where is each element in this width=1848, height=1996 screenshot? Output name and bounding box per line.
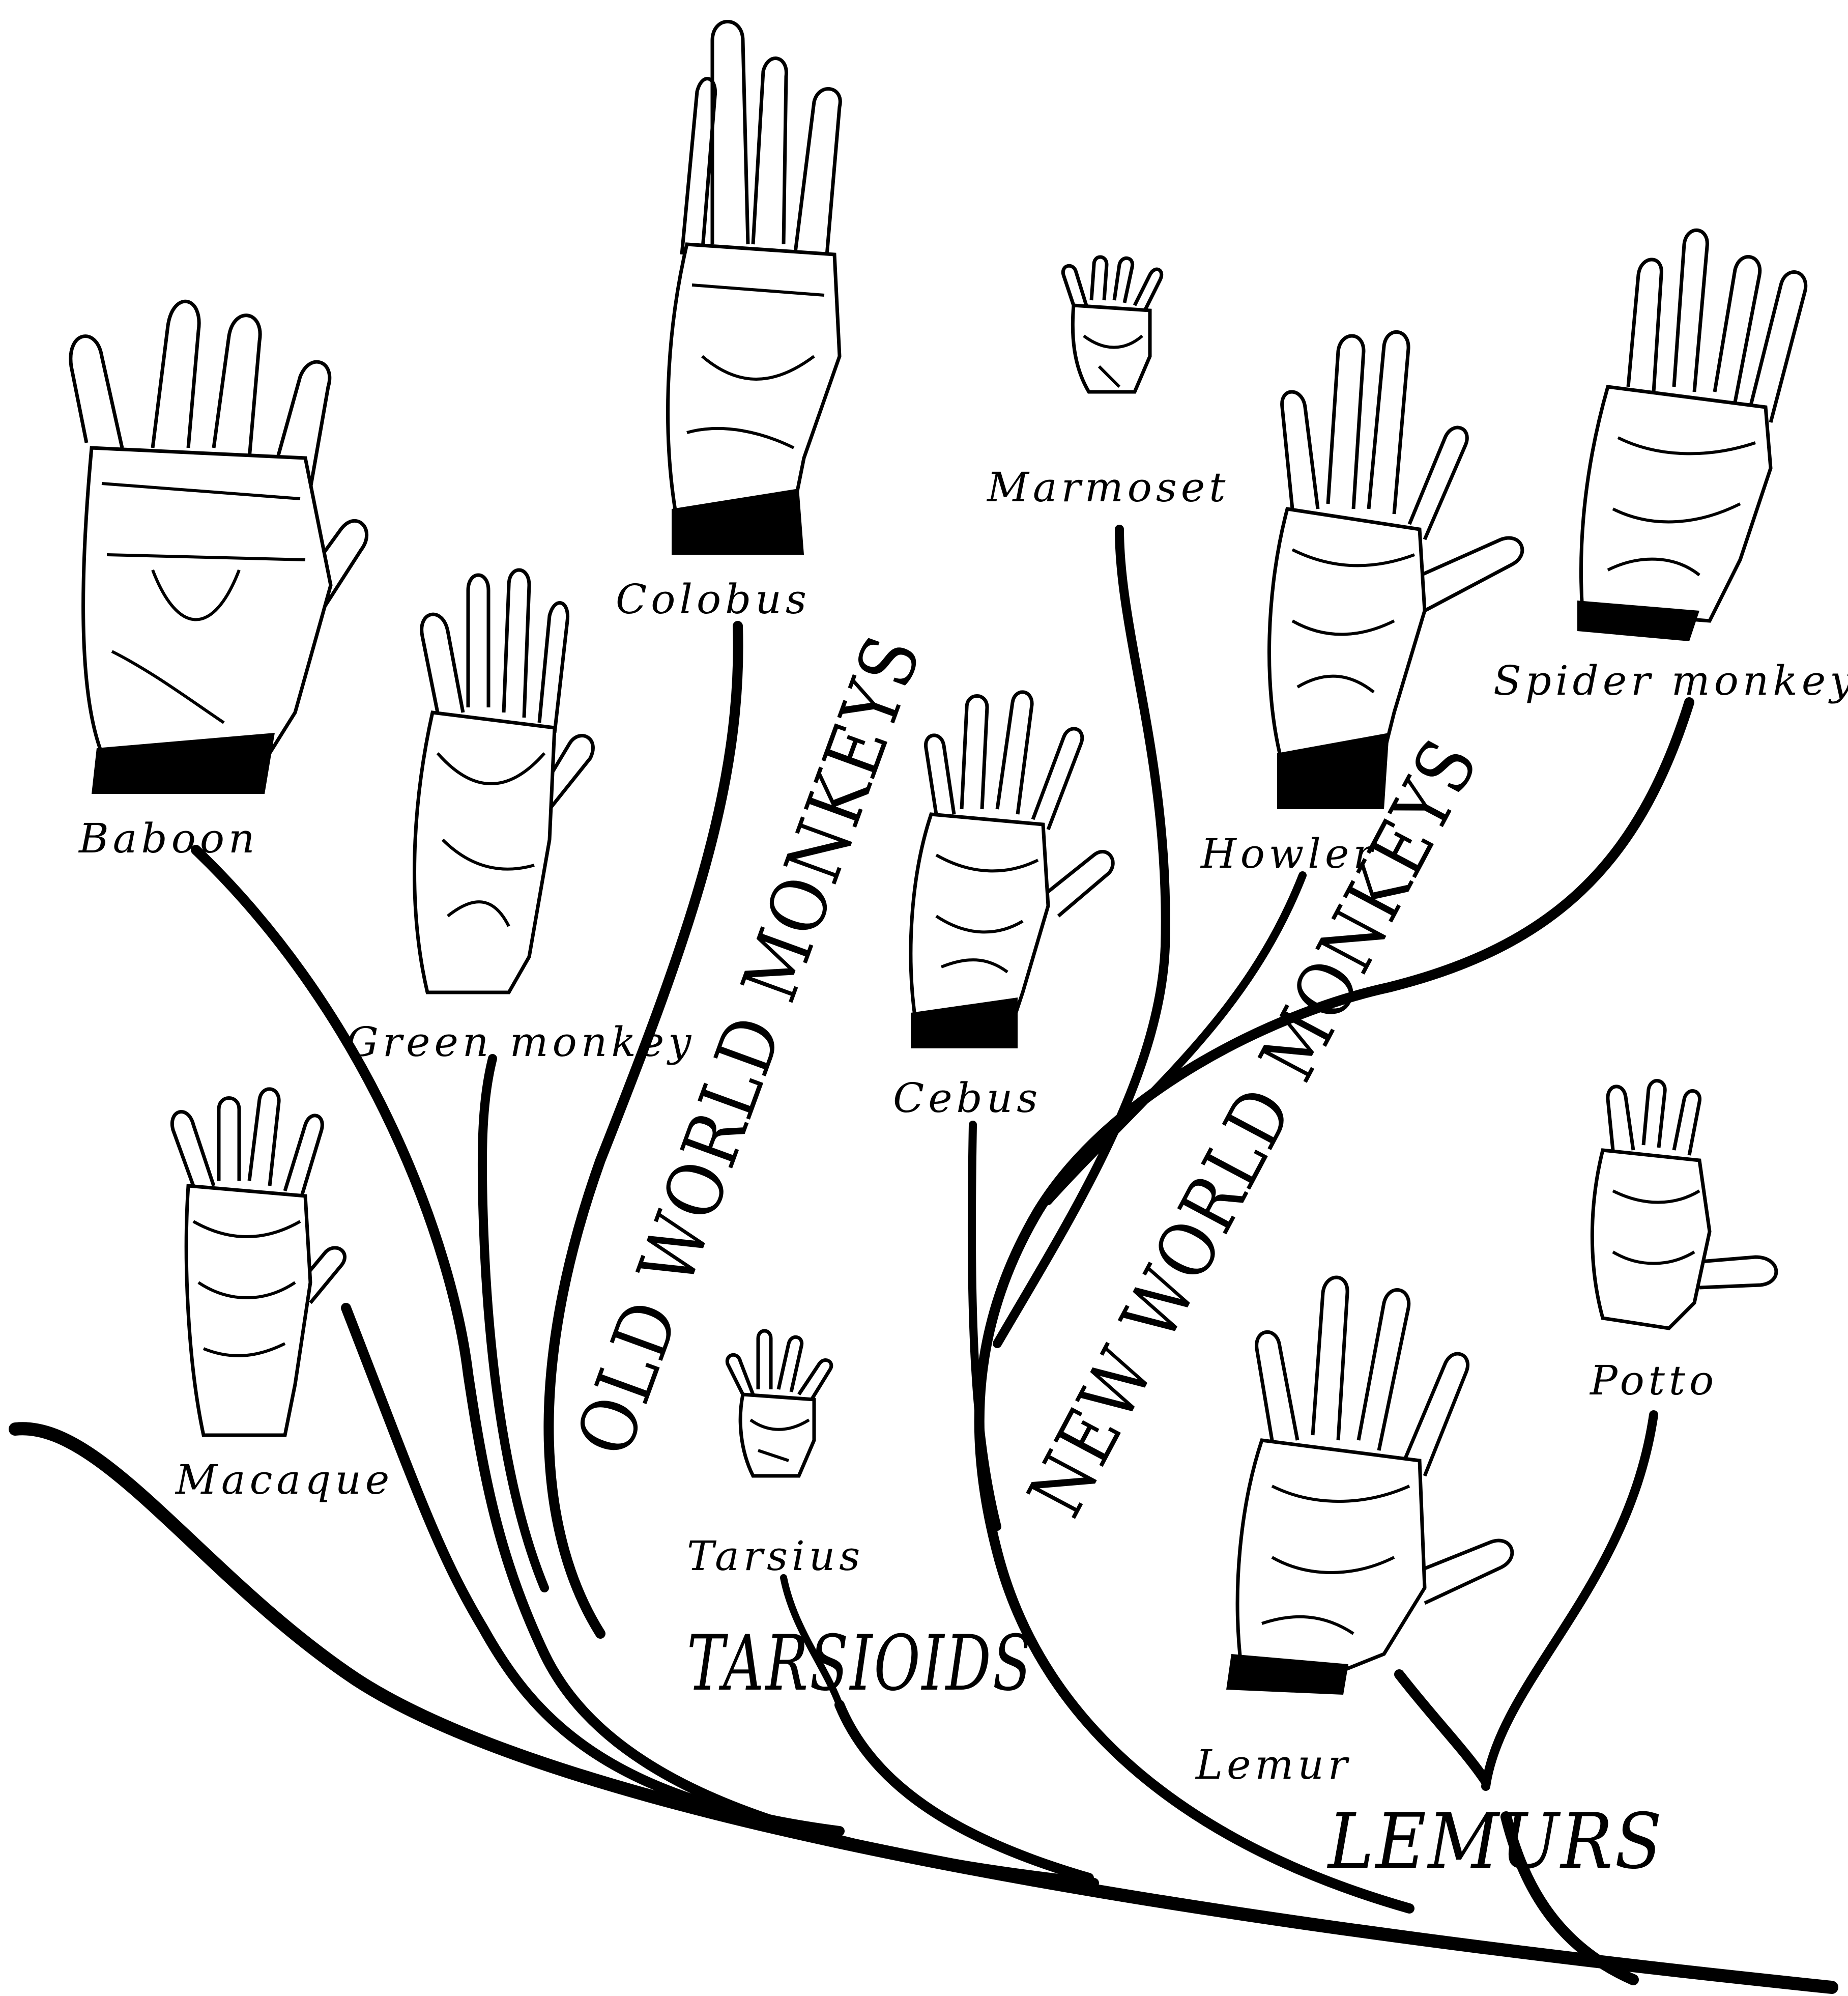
label-lemurs: LEMURS <box>1326 1798 1664 1886</box>
species-labels: Baboon Colobus Green monkey Macaque Marm… <box>78 464 1848 1788</box>
label-cebus: Cebus <box>893 1074 1042 1122</box>
label-lemur: Lemur <box>1195 1741 1351 1788</box>
green-monkey-hand-icon <box>415 570 593 992</box>
label-baboon: Baboon <box>78 815 259 862</box>
colobus-hand-icon <box>668 22 841 555</box>
potto-hand-icon <box>1592 1081 1776 1328</box>
label-green-monkey: Green monkey <box>346 1018 695 1066</box>
lemur-branch <box>1399 1674 1486 1781</box>
tarsius-hand-icon <box>727 1331 831 1476</box>
label-macaque: Macaque <box>175 1456 393 1503</box>
group-labels: OLD WORLD MONKEYS NEW WORLD MONKEYS TARS… <box>560 623 1664 1886</box>
label-spider-monkey: Spider monkey <box>1493 657 1848 704</box>
label-tarsioids: TARSIOIDS <box>687 1619 1033 1708</box>
cebus-hand-icon <box>911 692 1113 1048</box>
macaque-hand-icon <box>172 1089 344 1435</box>
lemur-hand-icon <box>1226 1277 1512 1695</box>
potto-branch <box>1486 1415 1654 1786</box>
baboon-hand-icon <box>71 301 367 794</box>
label-marmoset: Marmoset <box>986 464 1229 511</box>
label-tarsius: Tarsius <box>687 1532 864 1580</box>
label-potto: Potto <box>1589 1357 1718 1404</box>
trunk-branch <box>15 1429 1832 1987</box>
label-colobus: Colobus <box>616 576 811 623</box>
marmoset-hand-icon <box>1063 257 1161 392</box>
spider-monkey-hand-icon <box>1577 230 1806 641</box>
howler-hand-icon <box>1269 332 1522 809</box>
